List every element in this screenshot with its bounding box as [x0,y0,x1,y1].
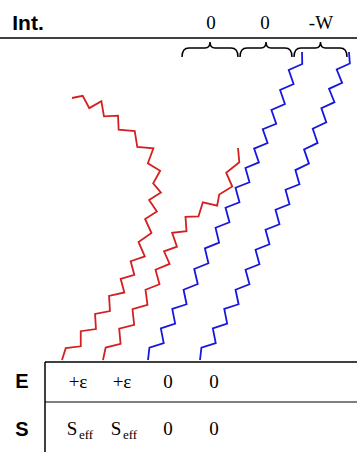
entropy-subscript: eff [123,428,137,441]
chain-group [62,52,350,360]
header-rule [0,37,357,39]
brace [240,42,292,57]
entropy-value: S [67,419,78,438]
row-label: E [15,371,28,391]
interaction-value: -W [309,13,333,32]
header-label: Int. [12,12,44,33]
polymer-chain [200,52,350,360]
polymer-chain [62,96,161,360]
entropy-value: 0 [163,419,173,438]
interaction-value: 0 [206,13,216,32]
entropy-value: S [111,419,122,438]
table-divider [44,362,46,452]
brace-group [182,42,347,57]
energy-value: 0 [163,372,173,391]
interaction-value: 0 [260,13,270,32]
entropy-subscript: eff [79,428,93,441]
entropy-value: 0 [209,419,219,438]
energy-value: 0 [209,372,219,391]
table-rule [45,401,357,402]
energy-value: +ε [69,372,88,391]
polymer-chain [103,148,239,360]
energy-value: +ε [113,372,132,391]
row-label: S [15,419,28,439]
brace [182,42,238,57]
surface-line [45,361,357,363]
